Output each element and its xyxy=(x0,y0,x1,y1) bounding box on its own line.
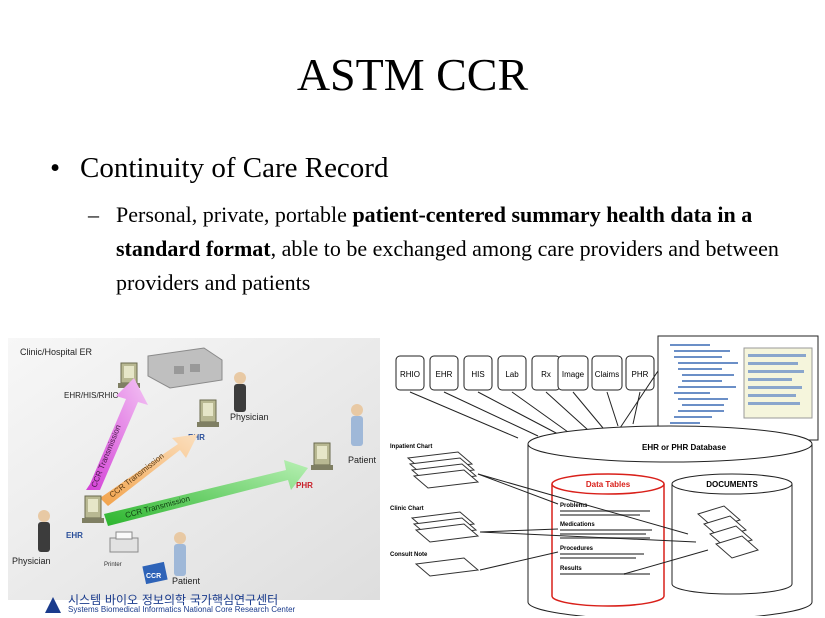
documents-label: DOCUMENTS xyxy=(706,480,758,489)
input-arrows xyxy=(477,473,709,575)
institution-logo-icon xyxy=(45,597,61,613)
system-box-claims: Claims xyxy=(591,355,623,391)
data-tables-label: Data Tables xyxy=(586,480,631,489)
ccr-transmission-arrow-green xyxy=(104,460,308,526)
bullet-dot: • xyxy=(50,152,61,184)
clinic-label: Clinic/Hospital ER xyxy=(20,347,93,357)
consult-note-doc xyxy=(414,557,480,577)
svg-text:PHR: PHR xyxy=(632,370,649,379)
printer-label: Printer xyxy=(104,562,122,568)
patient-icon-right xyxy=(351,404,363,446)
computer-icon-left xyxy=(82,495,104,523)
svg-text:Lab: Lab xyxy=(505,370,519,379)
document-stack-icon xyxy=(696,505,760,559)
section-results: Results xyxy=(560,566,582,572)
database-label: EHR or PHR Database xyxy=(642,443,727,452)
bullet-continuity-of-care: • Continuity of Care Record xyxy=(50,152,388,185)
computer-icon-mid xyxy=(197,399,219,427)
footer-korean-text: 시스템 바이오 정보의학 국가핵심연구센터 xyxy=(68,593,279,607)
section-problems: Problems xyxy=(560,503,588,509)
sub-bullet: – Personal, private, portable patient-ce… xyxy=(88,198,788,300)
sub-bullet-part1: Personal, private, portable xyxy=(116,202,353,227)
system-box-phr: PHR xyxy=(625,355,655,391)
ccr-transmission-arrow-magenta xyxy=(86,378,148,490)
patient-bottom-label: Patient xyxy=(172,576,201,586)
system-arrows xyxy=(409,391,641,439)
physician-icon-top xyxy=(234,372,246,412)
physician-icon-left xyxy=(38,510,50,552)
building-icon xyxy=(147,347,223,389)
input-clinic-chart: Clinic Chart xyxy=(390,506,424,512)
ccr-badge-label: CCR xyxy=(146,573,161,580)
bullet-text: Continuity of Care Record xyxy=(80,152,389,184)
phr-label: PHR xyxy=(296,481,313,490)
system-box-image: Image xyxy=(557,355,589,391)
system-box-rhio: RHIO xyxy=(395,355,425,391)
ehr-his-rhio-label: EHR/HIS/RHIO xyxy=(64,391,119,400)
svg-text:Image: Image xyxy=(562,370,585,379)
sub-bullet-text: Personal, private, portable patient-cent… xyxy=(116,198,788,300)
patient-right-label: Patient xyxy=(348,455,377,465)
sub-bullet-bold: patient-centered summary health data in … xyxy=(116,202,753,261)
left-diagram: Clinic/Hospital ER EHR/HIS/RHIO Physicia… xyxy=(8,338,380,600)
section-procedures: Procedures xyxy=(560,546,594,552)
system-boxes: RHIO EHR HIS Lab Rx Image Claims PHR xyxy=(395,355,655,391)
input-consult-note: Consult Note xyxy=(390,552,428,558)
input-inpatient-chart: Inpatient Chart xyxy=(390,444,432,450)
physician-left-label: Physician xyxy=(12,556,51,566)
ccr-transmission-arrow-orange xyxy=(100,434,198,506)
svg-text:HIS: HIS xyxy=(471,370,484,379)
computer-icon-phr xyxy=(311,442,333,470)
sub-bullet-part2: , able to be exchanged among care provid… xyxy=(116,236,779,295)
sub-bullet-dash: – xyxy=(88,202,99,227)
footer-english-text: Systems Biomedical Informatics National … xyxy=(68,605,296,614)
svg-text:RHIO: RHIO xyxy=(400,370,420,379)
ehr-mid-label: EHR xyxy=(188,433,205,442)
svg-text:Claims: Claims xyxy=(595,370,619,379)
system-box-his: HIS xyxy=(463,355,493,391)
clinic-chart-stack xyxy=(410,511,480,543)
system-box-ehr: EHR xyxy=(429,355,459,391)
physician-top-label: Physician xyxy=(230,412,269,422)
ccr-badge-icon: CCR xyxy=(142,561,168,585)
ehr-left-label: EHR xyxy=(66,531,83,540)
printer-icon xyxy=(109,531,139,553)
slide-title: ASTM CCR xyxy=(296,49,529,100)
inpatient-chart-stack xyxy=(406,451,480,489)
section-medications: Medications xyxy=(560,522,595,528)
svg-text:EHR: EHR xyxy=(436,370,453,379)
system-box-rx: Rx xyxy=(531,355,561,391)
system-box-lab: Lab xyxy=(497,355,527,391)
svg-text:Rx: Rx xyxy=(541,370,551,379)
footer-logo: 시스템 바이오 정보의학 국가핵심연구센터 Systems Biomedical… xyxy=(44,593,344,616)
patient-icon-bottom xyxy=(174,532,186,576)
right-diagram: RHIO EHR HIS Lab Rx Image Claims PHR xyxy=(390,335,819,616)
